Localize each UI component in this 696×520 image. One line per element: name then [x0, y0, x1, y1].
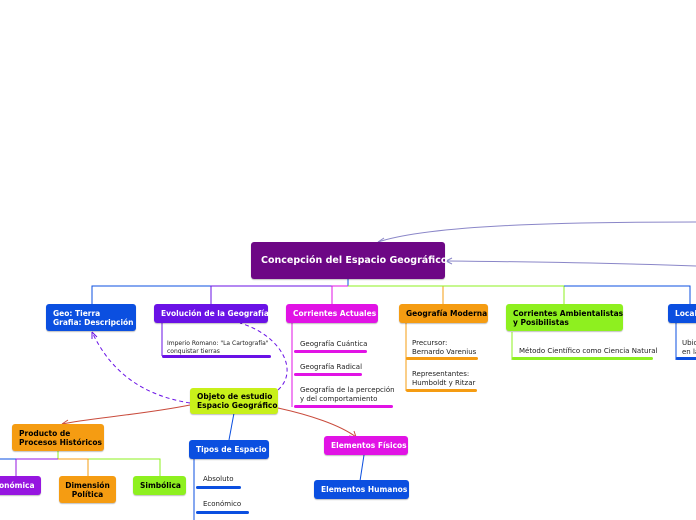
topic-simbolica[interactable]: Simbólica — [133, 476, 186, 495]
leaf-ubic[interactable]: Ubic en la — [682, 339, 696, 356]
dashed-link-geo-arrow — [91, 331, 98, 339]
leaf-precursor[interactable]: Precursor: Bernardo Varenius — [412, 339, 477, 356]
link-economica — [15, 458, 58, 476]
topic-humanos[interactable]: Elementos Humanos — [314, 480, 409, 499]
floating-link-1 — [377, 221, 696, 243]
leaf-economico-underline — [196, 511, 249, 514]
leaf-representantes-underline — [406, 389, 477, 392]
topic-tipos[interactable]: Tipos de Espacio — [189, 440, 269, 459]
leaf-economico[interactable]: Económico — [203, 500, 242, 508]
topic-moderna[interactable]: Geografía Moderna — [399, 304, 488, 323]
leaf-radical-underline — [294, 373, 362, 376]
link-evolucion — [210, 285, 348, 304]
topic-producto[interactable]: Producto de Procesos Históricos — [12, 424, 104, 451]
link-corrientes — [331, 285, 348, 304]
topic-ambientalistas[interactable]: Corrientes Ambientalistas y Posibilistas — [506, 304, 623, 331]
leaf-cuantica[interactable]: Geografía Cuántica — [300, 340, 368, 348]
topic-objeto[interactable]: Objeto de estudio Espacio Geográfico — [190, 388, 278, 414]
root-topic[interactable]: Concepción del Espacio Geográfico — [251, 242, 447, 279]
topic-corrientes[interactable]: Corrientes Actuales — [286, 304, 378, 323]
link-politica — [58, 458, 89, 476]
leaf-imperio[interactable]: Imperio Romano: "La Cartografía" conquis… — [167, 340, 269, 355]
leaf-metodo-underline — [512, 357, 653, 360]
leaf-ubic-underline — [676, 357, 696, 360]
link-producto — [61, 404, 191, 425]
link-dimensions — [57, 451, 161, 476]
dashed-link-evolucion — [239, 322, 288, 391]
topic-evolucion[interactable]: Evolución de la Geografía — [154, 304, 269, 323]
link-humanos — [359, 454, 365, 482]
topic-fisicos[interactable]: Elementos Físicos — [324, 436, 408, 455]
link-geo — [91, 279, 349, 304]
floating-link-2-arrow — [445, 257, 453, 265]
leaf-radical[interactable]: Geografía Radical — [300, 363, 363, 371]
leaf-absoluto-underline — [196, 486, 241, 489]
leaf-percepcion[interactable]: Geografía de la percepción y del comport… — [300, 386, 395, 403]
leaf-imperio-underline — [162, 355, 271, 358]
leaf-absoluto[interactable]: Absoluto — [203, 475, 234, 483]
leaf-percepcion-underline — [294, 405, 393, 408]
link-tipos — [228, 412, 235, 441]
leaf-precursor-underline — [406, 357, 478, 360]
link-local — [564, 285, 691, 304]
topic-local[interactable]: Local — [668, 304, 696, 323]
link-fisicos — [277, 407, 357, 438]
link-ambientalistas — [348, 285, 565, 304]
topic-politica[interactable]: Dimensión Política — [59, 476, 116, 503]
leaf-representantes[interactable]: Representantes: Humboldt y Ritzar — [412, 370, 476, 387]
topic-economica[interactable]: onómica — [0, 476, 41, 495]
topic-geo[interactable]: Geo: Tierra Grafia: Descripción — [46, 304, 136, 331]
leaf-cuantica-underline — [294, 350, 367, 353]
leaf-metodo[interactable]: Método Científico como Ciencia Natural — [519, 347, 658, 355]
dashed-link-geo — [91, 331, 191, 404]
link-moderna — [348, 285, 444, 304]
floating-link-2 — [445, 260, 696, 267]
